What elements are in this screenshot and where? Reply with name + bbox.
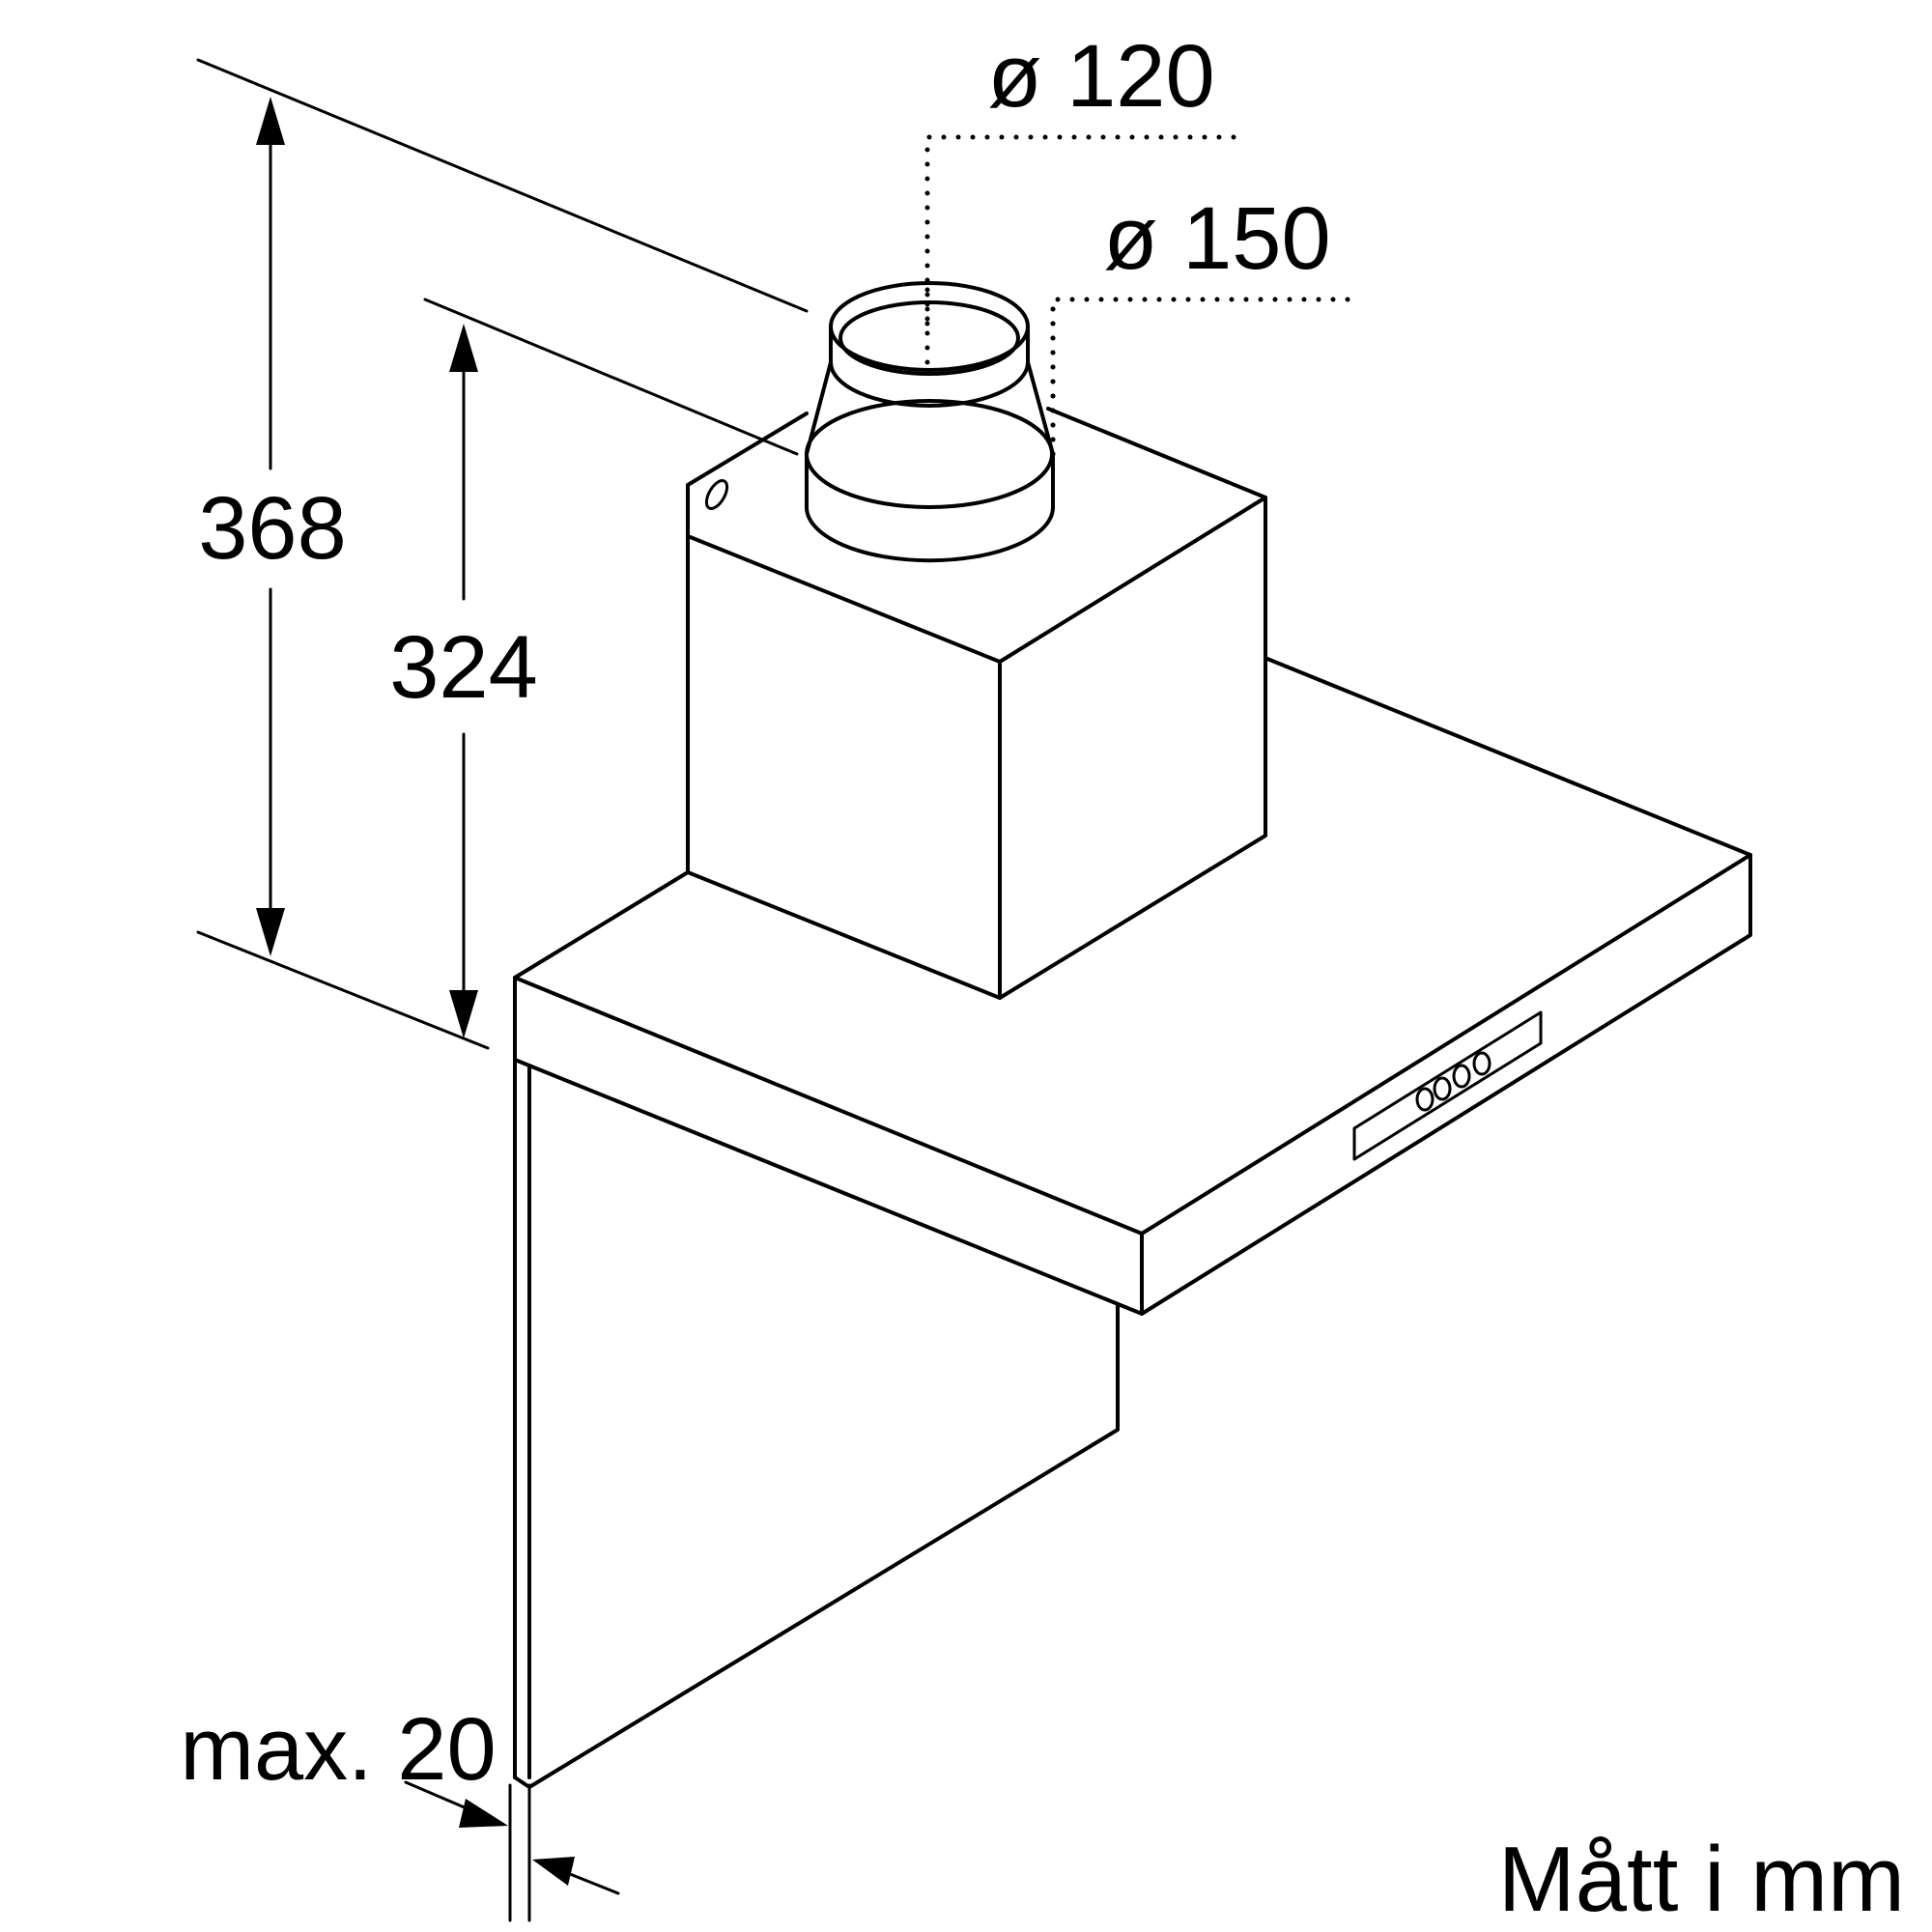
arrow-right-icon (459, 1799, 508, 1828)
dimension-324-label: 324 (389, 618, 538, 717)
control-button[interactable] (1415, 1087, 1435, 1112)
arrow-up-icon (449, 324, 478, 372)
dimension-wall-gap: max. 20 (180, 1700, 620, 1895)
dimension-368-label: 368 (198, 479, 347, 578)
arrow-left-icon (532, 1857, 575, 1886)
control-button[interactable] (1433, 1076, 1452, 1101)
control-panel (1352, 1010, 1543, 1161)
chimney-box (686, 407, 1267, 1000)
arrow-down-icon (256, 908, 285, 956)
arrow-up-icon (256, 97, 285, 145)
duct-diameter-dimensions: ø 120 ø 150 (924, 27, 1365, 457)
dimension-324: 324 (389, 324, 538, 1038)
dimension-368: 368 (198, 97, 347, 956)
arrow-down-icon (449, 990, 478, 1038)
wall-plate (513, 1058, 1120, 1789)
duct-inner-diameter-label: ø 120 (987, 27, 1214, 126)
duct-connector (805, 281, 1056, 563)
wall-gap-label: max. 20 (180, 1700, 496, 1799)
wrench-icon (704, 479, 729, 510)
control-button[interactable] (1472, 1051, 1492, 1076)
extension-lines (196, 58, 809, 1922)
units-note: Mått i mm (1498, 1828, 1905, 1931)
control-button[interactable] (1452, 1064, 1471, 1089)
duct-outer-diameter-label: ø 150 (1103, 189, 1330, 288)
canopy (513, 657, 1752, 1316)
